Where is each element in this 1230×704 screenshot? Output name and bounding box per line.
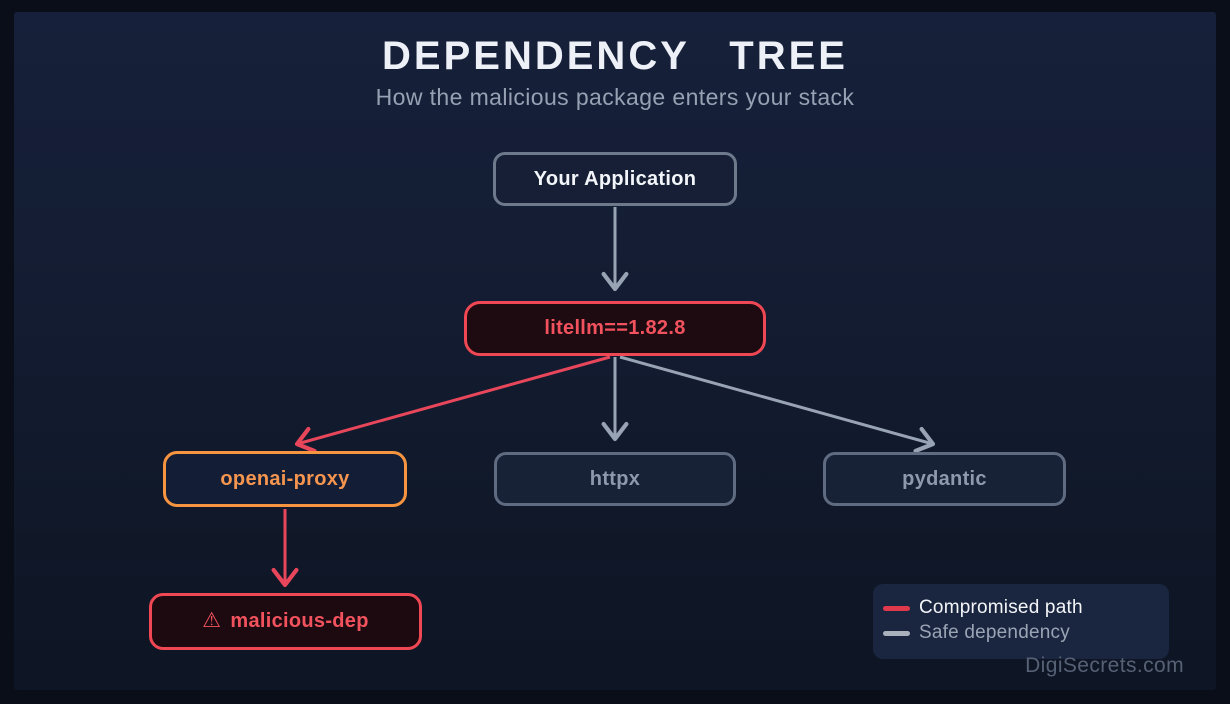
- node-pydantic: pydantic: [823, 452, 1066, 506]
- node-label: litellm==1.82.8: [544, 317, 686, 339]
- compromised-path-line-swatch: [883, 605, 910, 611]
- legend-item-safe: Safe dependency: [883, 622, 1157, 644]
- page-title: DEPENDENCY TREE: [382, 34, 848, 78]
- node-malicious-dep: ⚠ malicious-dep: [149, 593, 422, 650]
- node-label: httpx: [589, 467, 641, 490]
- node-openai-proxy: openai-proxy: [163, 451, 407, 507]
- legend-item-compromised: Compromised path: [883, 597, 1157, 619]
- node-httpx: httpx: [494, 452, 736, 506]
- node-label: openai-proxy: [220, 467, 350, 490]
- node-your-application: Your Application: [493, 152, 737, 206]
- node-label: malicious-dep: [230, 610, 369, 632]
- legend: Compromised path Safe dependency: [873, 584, 1169, 659]
- legend-label: Safe dependency: [919, 622, 1070, 643]
- node-label: pydantic: [902, 467, 987, 490]
- safe-dependency-line-swatch: [883, 630, 910, 636]
- node-litellm-compromised: litellm==1.82.8: [464, 301, 766, 356]
- page-subtitle: How the malicious package enters your st…: [375, 84, 855, 110]
- warning-icon: ⚠: [202, 609, 222, 632]
- legend-label: Compromised path: [919, 597, 1083, 618]
- node-label: Your Application: [533, 167, 697, 190]
- watermark: DigiSecrets.com: [1025, 654, 1184, 677]
